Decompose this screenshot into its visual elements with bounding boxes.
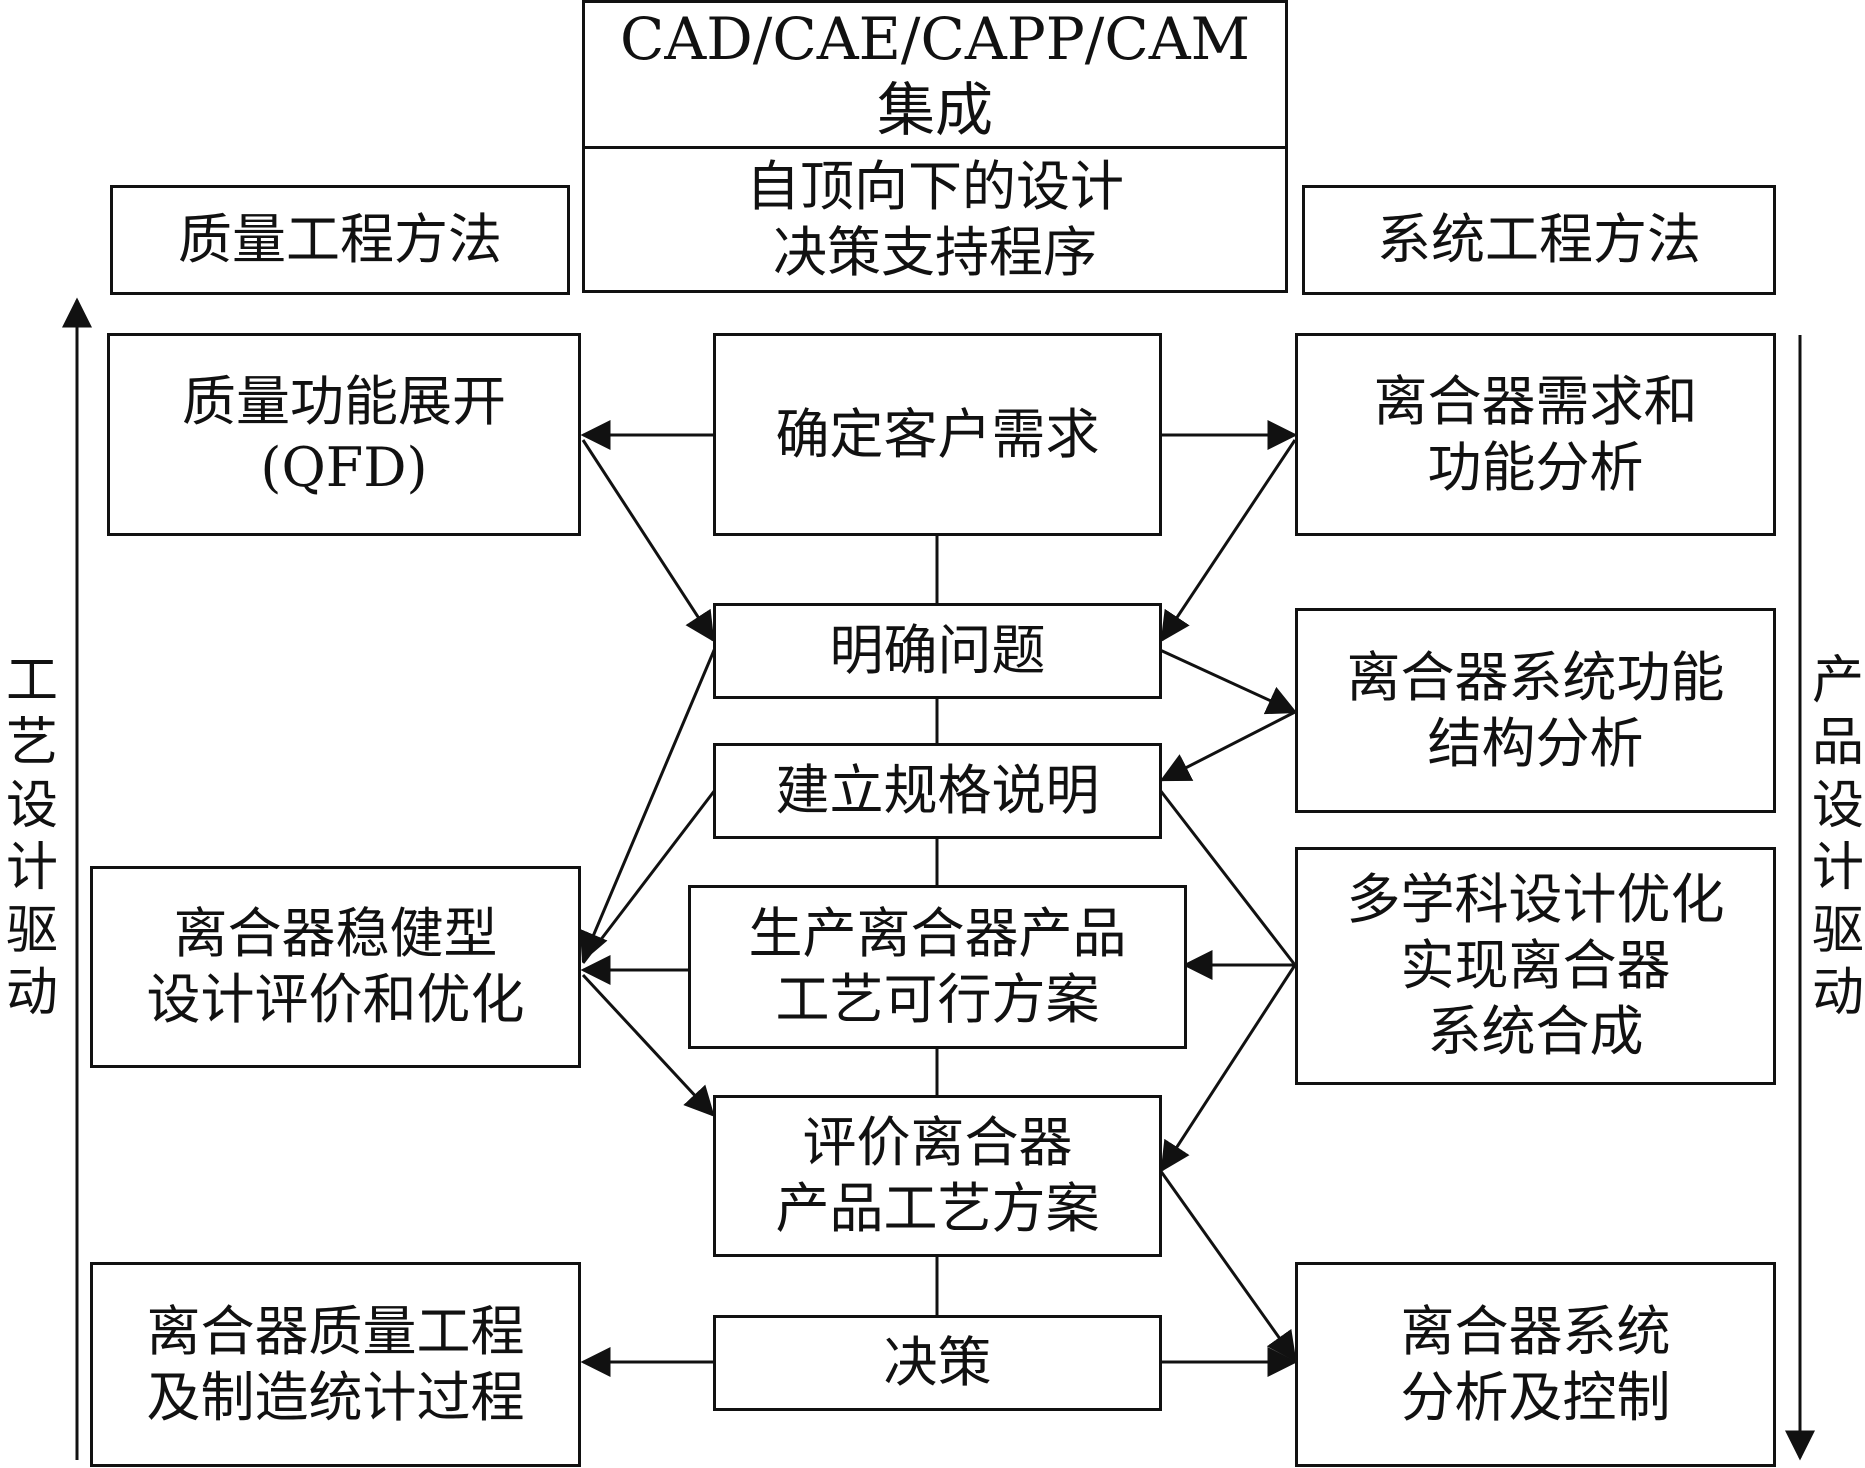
arrow-spec-to-mdo	[1158, 789, 1297, 966]
system-control-box: 离合器系统 分析及控制	[1295, 1262, 1776, 1467]
qfd-box: 质量功能展开 (QFD)	[107, 333, 581, 536]
customer-needs-box: 确定客户需求	[713, 333, 1162, 536]
arrow-structure-to-spec	[1159, 710, 1296, 782]
function-structure-box: 离合器系统功能 结构分析	[1295, 608, 1776, 813]
specification-box: 建立规格说明	[713, 743, 1162, 839]
arrow-mdo-to-evaluate	[1160, 964, 1297, 1173]
integration-box: CAD/CAE/CAPP/CAM 集成	[582, 0, 1288, 150]
evaluate-plan-box: 评价离合器 产品工艺方案	[713, 1095, 1162, 1257]
arrow-evaluate-to-control	[1158, 1169, 1297, 1363]
feasible-plan-box: 生产离合器产品 工艺可行方案	[688, 885, 1187, 1049]
arrow-spec-to-robust	[581, 789, 717, 964]
mdo-synthesis-box: 多学科设计优化 实现离合器 系统合成	[1295, 847, 1776, 1085]
topdown-box: 自顶向下的设计 决策支持程序	[582, 146, 1288, 293]
product-driven-label: 产 品 设 计 驱 动	[1811, 651, 1864, 1023]
clarify-problem-box: 明确问题	[713, 603, 1162, 699]
arrow-requirement-to-clarify	[1160, 439, 1297, 643]
arrow-robust-to-evaluate	[581, 973, 715, 1117]
arrow-clarify-to-robust	[579, 647, 717, 963]
process-driven-label: 工 艺 设 计 驱 动	[5, 651, 58, 1023]
decision-box: 决策	[713, 1315, 1162, 1411]
quality-method-box: 质量工程方法	[110, 185, 570, 295]
arrow-clarify-to-structure	[1159, 648, 1298, 715]
arrow-qfd-to-clarify	[581, 439, 715, 643]
quality-statistics-box: 离合器质量工程 及制造统计过程	[90, 1262, 581, 1467]
robust-design-box: 离合器稳健型 设计评价和优化	[90, 866, 581, 1068]
system-method-box: 系统工程方法	[1302, 185, 1776, 295]
requirement-analysis-box: 离合器需求和 功能分析	[1295, 333, 1776, 536]
